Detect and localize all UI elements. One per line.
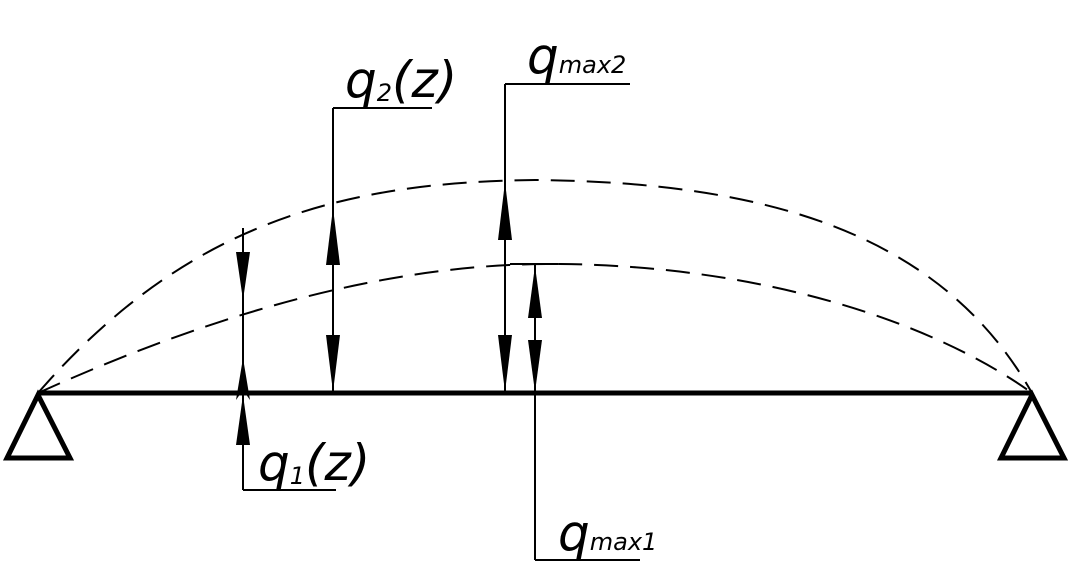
- qmax2-arrow: [498, 84, 512, 393]
- load-curve-q2: [37, 178, 1033, 394]
- label-q1z: q1(z): [258, 434, 370, 492]
- qmax1-arrow: [510, 263, 558, 560]
- q2-arrow: [326, 108, 340, 393]
- q1-arrow: [236, 228, 250, 490]
- label-q2z: q2(z): [345, 51, 457, 109]
- left-support-icon: [2, 389, 75, 461]
- label-qmax1: qmax1: [558, 504, 657, 562]
- right-support-icon: [996, 389, 1069, 461]
- label-qmax2: qmax2: [527, 27, 626, 85]
- load-curve-q1: [37, 262, 1033, 394]
